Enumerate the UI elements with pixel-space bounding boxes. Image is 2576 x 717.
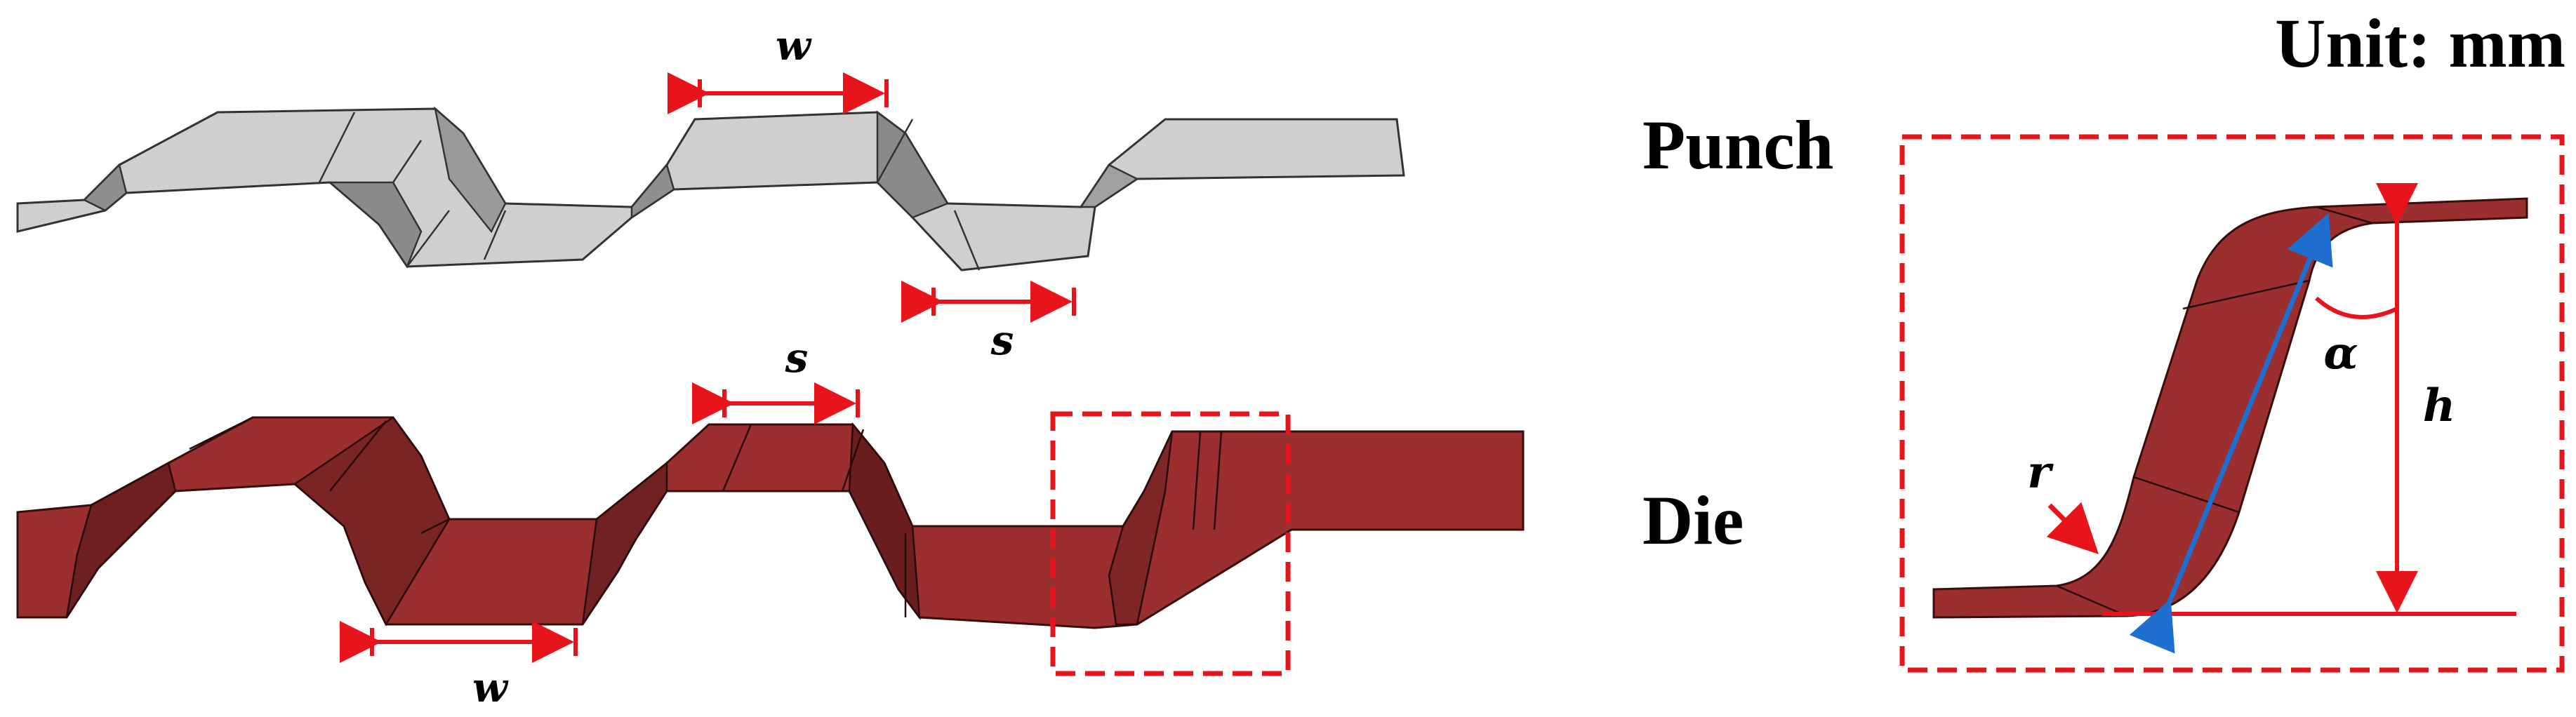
radius-r-arrow <box>2046 502 2099 554</box>
punch-side-wall-4 <box>630 163 675 220</box>
punch-side-wall-6 <box>1079 163 1139 208</box>
die-side-wall-1 <box>65 462 177 618</box>
die-model <box>16 416 1525 629</box>
height-h-label: h <box>2423 380 2456 432</box>
punch-side-wall-2 <box>434 106 507 234</box>
punch-label: Punch <box>1642 106 1833 184</box>
punch-side-wall-1 <box>82 163 128 212</box>
punch-side-wall-5 <box>876 110 949 219</box>
unit-label: Unit: mm <box>2275 4 2565 82</box>
die-top-surface <box>16 416 1525 629</box>
punch-dimension-s: s <box>901 281 1076 364</box>
die-dimension-s: s <box>692 334 860 424</box>
punch-w-label: w <box>776 22 812 69</box>
die-side-wall-3 <box>581 461 668 625</box>
wall-length-arrow <box>2129 213 2333 654</box>
die-dimension-w: w <box>340 621 578 711</box>
die-w-label: w <box>472 664 509 711</box>
die-side-wall-2 <box>293 416 451 626</box>
punch-crease-lines <box>318 112 981 271</box>
punch-model <box>16 106 1405 272</box>
radius-r-label: r <box>2027 446 2054 499</box>
die-label: Die <box>1642 481 1744 559</box>
die-side-wall-4 <box>848 422 921 621</box>
die-s-label: s <box>785 334 809 382</box>
punch-side-wall-3 <box>327 181 423 269</box>
angle-alpha-label: α <box>2323 327 2358 380</box>
detail-dimensions: h α r <box>2027 183 2516 654</box>
detail-view-box <box>1899 134 2565 673</box>
angle-alpha-arc <box>2314 296 2398 319</box>
punch-dimension-w: w <box>668 22 889 114</box>
punch-s-label: s <box>990 316 1014 364</box>
punch-top-surface <box>16 107 1405 272</box>
die-detail-highlight-box <box>1050 411 1291 676</box>
die-side-wall-5 <box>1108 431 1174 626</box>
die-crease-lines <box>189 416 1223 617</box>
